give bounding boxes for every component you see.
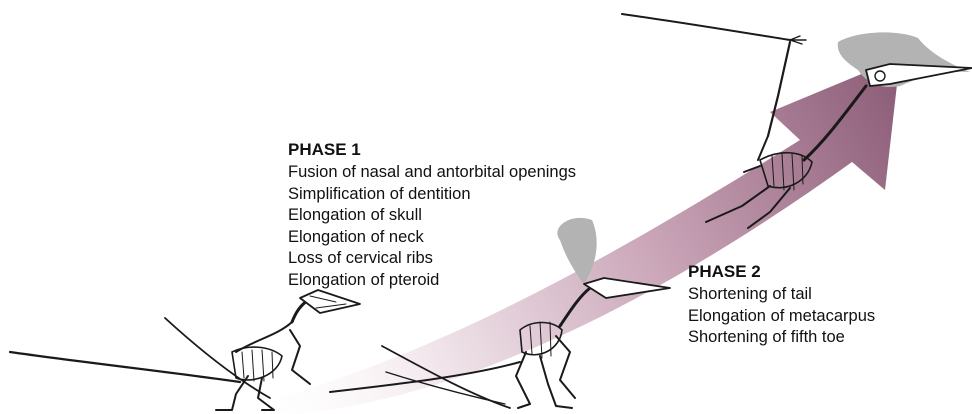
phase-2-changes: Shortening of tail Elongation of metacar… [688, 284, 875, 349]
folded-wing-finger [165, 318, 270, 398]
phase-2-block: PHASE 2 Shortening of tail Elongation of… [688, 262, 875, 349]
phase-2-title: PHASE 2 [688, 262, 875, 282]
phase-1-change: Elongation of skull [288, 205, 576, 227]
phase-1-change: Elongation of pteroid [288, 270, 576, 292]
phase-1-block: PHASE 1 Fusion of nasal and antorbital o… [288, 140, 576, 291]
phase-1-change: Loss of cervical ribs [288, 248, 576, 270]
phase-1-changes: Fusion of nasal and antorbital openings … [288, 162, 576, 291]
skull-basal [300, 290, 360, 313]
long-tail [10, 352, 240, 382]
phase-1-change: Fusion of nasal and antorbital openings [288, 162, 576, 184]
phase-2-change: Elongation of metacarpus [688, 306, 875, 328]
wing-finger-extended [622, 14, 790, 40]
phase-2-change: Shortening of tail [688, 284, 875, 306]
phase-1-change: Simplification of dentition [288, 184, 576, 206]
phase-1-change: Elongation of neck [288, 227, 576, 249]
phase-2-change: Shortening of fifth toe [688, 327, 875, 349]
phase-1-title: PHASE 1 [288, 140, 576, 160]
